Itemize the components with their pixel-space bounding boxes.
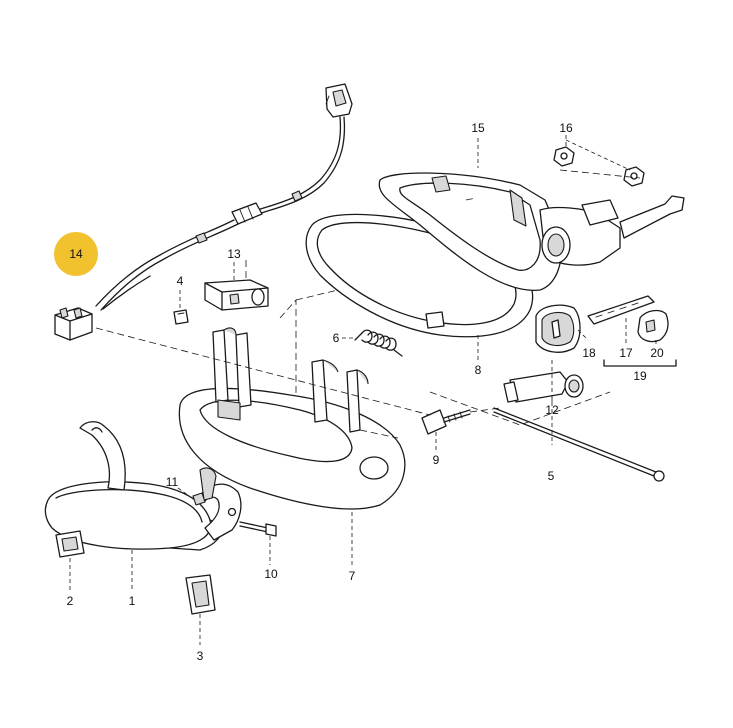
label-part-13: 13: [227, 247, 241, 261]
assembly-lines: [95, 169, 641, 439]
micro-switch: [54, 307, 93, 341]
leader-lines: [69, 135, 677, 645]
clip: [192, 492, 206, 506]
gasket-large: [185, 574, 216, 615]
screw: [239, 521, 277, 537]
label-part-14: 14: [69, 247, 83, 261]
operating-rod-end: [503, 371, 584, 403]
highlight-marker: [54, 232, 98, 276]
lock-carrier: [378, 172, 685, 291]
label-part-7: 7: [349, 569, 356, 583]
wiring-harness: [95, 83, 353, 311]
label-part-1: 1: [129, 594, 136, 608]
gasket-small: [55, 530, 85, 558]
label-part-2: 2: [67, 594, 74, 608]
lock-cap: [535, 304, 581, 353]
label-part-5: 5: [548, 469, 555, 483]
label-part-20: 20: [650, 346, 664, 360]
label-part-18: 18: [582, 346, 596, 360]
key-head: [637, 309, 669, 343]
label-part-9: 9: [433, 453, 440, 467]
switch-bracket: [204, 279, 269, 311]
label-part-10: 10: [264, 567, 278, 581]
threaded-stud: [421, 409, 471, 435]
label-part-11: 11: [166, 475, 179, 489]
label-part-12: 12: [545, 403, 559, 417]
label-part-16: 16: [559, 121, 573, 135]
label-part-17: 17: [619, 346, 633, 360]
handle-housing: [178, 327, 406, 510]
torsion-spring: [354, 329, 403, 357]
label-part-19: 19: [633, 369, 647, 383]
outer-handle-grip: [44, 421, 242, 551]
label-part-6: 6: [333, 331, 340, 345]
label-part-8: 8: [475, 363, 482, 377]
label-part-4: 4: [177, 274, 184, 288]
nuts: [553, 146, 645, 187]
operating-rod: [493, 407, 665, 482]
retaining-clip: [173, 309, 189, 325]
part-labels: 1 2 3 4 5 6 7 8 9 10 11 12 13 14 15 16 1…: [67, 121, 664, 663]
label-part-15: 15: [471, 121, 485, 135]
label-part-3: 3: [197, 649, 204, 663]
key-blade: [587, 295, 655, 325]
